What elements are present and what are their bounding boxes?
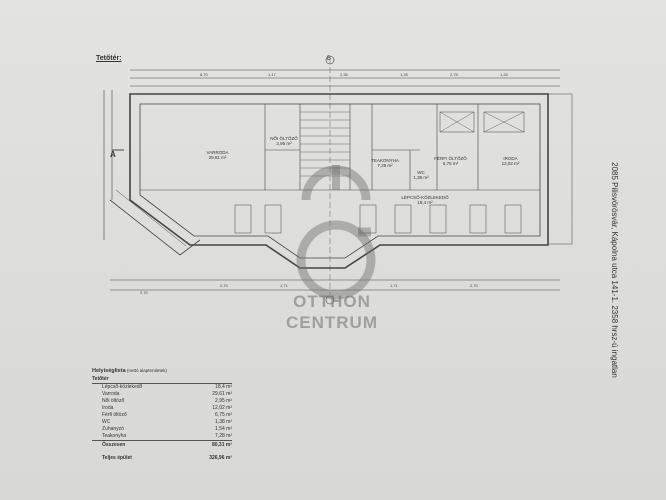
room-area: 18,4 m² (215, 384, 232, 390)
room-list-table: Helyiséglista (nettó alapterületek) Tető… (92, 368, 232, 461)
table-row: Lépcső-közlekedő 18,4 m² (92, 384, 232, 391)
room-name: Zuhanyzó (102, 426, 124, 432)
axis-mark-a: A (110, 150, 116, 159)
svg-text:1,25: 1,25 (400, 72, 409, 77)
svg-text:1,71: 1,71 (390, 283, 399, 288)
svg-text:2,70: 2,70 (470, 283, 479, 288)
room-name: Női öltöző (102, 398, 125, 404)
room-area: 1,38 m² (215, 419, 232, 425)
svg-text:2,70: 2,70 (220, 283, 229, 288)
room-name: Lépcső-közlekedő (102, 384, 143, 390)
svg-text:1,25: 1,25 (500, 72, 509, 77)
table-row: Férfi öltöző 6,75 m² (92, 412, 232, 419)
watermark-centrum: CENTRUM (286, 313, 378, 332)
room-table-title: Helyiséglista (92, 368, 126, 374)
svg-text:1,71: 1,71 (280, 283, 289, 288)
room-area: 29,61 m² (212, 391, 232, 397)
svg-text:2,70: 2,70 (140, 290, 149, 295)
watermark-otthon: OTTHON (293, 292, 371, 311)
svg-text:2,75: 2,75 (450, 72, 459, 77)
room-table-subtitle: (nettó alapterületek) (127, 368, 168, 373)
room-table-total-label: Összesen (102, 442, 126, 448)
room-table-total-row: Összesen 80,31 m² (92, 440, 232, 449)
room-table-heading: Helyiséglista (nettó alapterületek) (92, 368, 232, 374)
table-row: Iroda 12,02 m² (92, 405, 232, 412)
room-name: Varroda (102, 391, 120, 397)
otthon-centrum-logo (296, 165, 376, 300)
svg-text:8,70: 8,70 (200, 72, 209, 77)
plan-title: Tetőtér: (96, 55, 122, 62)
property-address: 2085 Pilisvörösvár, Kápolna utca 141-1. … (610, 162, 619, 378)
svg-text:1,17: 1,17 (268, 72, 277, 77)
table-row: WC 1,38 m² (92, 419, 232, 426)
table-row: Varroda 29,61 m² (92, 391, 232, 398)
table-row: Teakonyha 7,28 m² (92, 433, 232, 440)
svg-text:2,35: 2,35 (340, 72, 349, 77)
room-table-total-value: 80,31 m² (211, 442, 232, 448)
room-area: 6,75 m² (215, 412, 232, 418)
room-area: 1,54 m² (215, 426, 232, 432)
room-area: 7,28 m² (215, 433, 232, 439)
room-table-built-label: Teljes épület (102, 455, 132, 461)
room-name: WC (102, 419, 111, 425)
room-table-floor: Tetőtér (92, 376, 232, 384)
table-row: Zuhanyzó 1,54 m² (92, 426, 232, 433)
room-table-built-value: 326,96 m² (209, 455, 232, 461)
axis-mark-b-top: B (327, 56, 332, 62)
room-area: 2,95 m² (215, 398, 232, 404)
room-area: 12,02 m² (212, 405, 232, 411)
room-name: Férfi öltöző (102, 412, 127, 418)
room-name: Teakonyha (102, 433, 127, 439)
room-name: Iroda (102, 405, 114, 411)
room-table-built-row: Teljes épület 326,96 m² (92, 455, 232, 461)
table-row: Női öltöző 2,95 m² (92, 398, 232, 405)
